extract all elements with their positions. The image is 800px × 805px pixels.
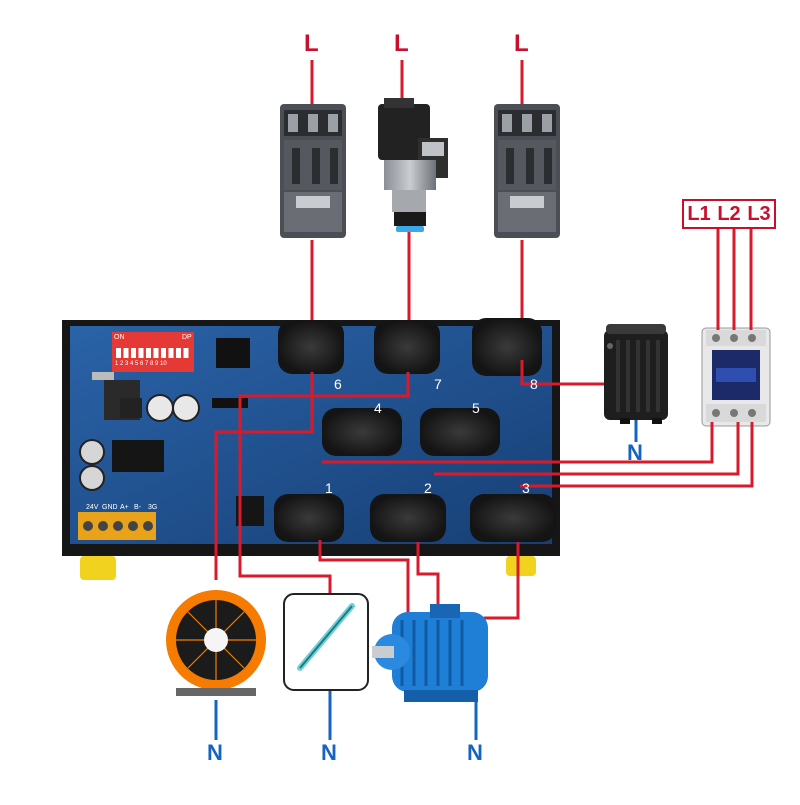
contactor-3phase [701, 327, 771, 427]
wire-motor-2 [416, 542, 440, 614]
motor [372, 604, 488, 702]
label-n-heater: N [627, 440, 643, 465]
channel-8: 8 [530, 376, 538, 392]
contactor-right [494, 104, 560, 238]
ct-8 [472, 318, 542, 376]
fan [166, 590, 266, 696]
dip-dp-label: DP [182, 334, 192, 341]
load-wires [214, 229, 754, 620]
module-chip [112, 440, 164, 472]
phase-label-box: L1 L2 L3 [682, 199, 776, 229]
channel-5: 5 [472, 400, 480, 416]
terminal-3g: 3G [148, 504, 158, 511]
din-clip-right [506, 556, 536, 576]
label-l-left: L [304, 30, 319, 57]
ct-4 [322, 408, 402, 456]
ct-7 [374, 320, 440, 374]
din-clip-left [80, 556, 116, 580]
ct-5 [420, 408, 500, 456]
label-l3: L3 [747, 202, 771, 225]
channel-4: 4 [374, 400, 382, 416]
wire-heater [520, 360, 604, 386]
wire-out-l1 [322, 422, 714, 464]
terminal-b-minus: B- [134, 504, 141, 511]
label-n-fan: N [207, 740, 223, 765]
selector-switch [378, 98, 448, 232]
uv-lamp [283, 593, 369, 691]
label-l2: L2 [717, 202, 741, 225]
ct-1 [274, 494, 344, 542]
channel-1: 1 [325, 480, 333, 496]
channel-6: 6 [334, 376, 342, 392]
ic-chip [216, 338, 250, 368]
contactor-left [280, 104, 346, 238]
label-l-middle: L [394, 30, 409, 57]
wire-out-l3 [520, 422, 754, 488]
label-n-motor: N [467, 740, 483, 765]
wire-fan [214, 372, 314, 580]
channel-3: 3 [522, 480, 530, 496]
heater [604, 324, 668, 424]
label-n-lamp: N [321, 740, 337, 765]
wire-motor-1 [318, 540, 410, 614]
ct-2 [370, 494, 446, 542]
dip-numbers: 1 2 3 4 5 6 7 8 9 10 [115, 361, 167, 367]
dip-on-label: ON [114, 334, 125, 341]
terminal-a-plus: A+ [120, 504, 129, 511]
wire-lamp [238, 372, 410, 596]
current-transformers [274, 318, 556, 542]
neutral-wires [214, 420, 638, 740]
label-l1: L1 [687, 202, 711, 225]
terminal-gnd: GND [102, 504, 118, 511]
channel-2: 2 [424, 480, 432, 496]
wire-motor-3 [484, 542, 520, 620]
channel-7: 7 [434, 376, 442, 392]
ct-3 [470, 494, 556, 542]
label-l-right: L [514, 30, 529, 57]
terminal-24v: 24V [86, 504, 99, 511]
ct-6 [278, 320, 344, 374]
wire-out-l2 [434, 422, 740, 476]
